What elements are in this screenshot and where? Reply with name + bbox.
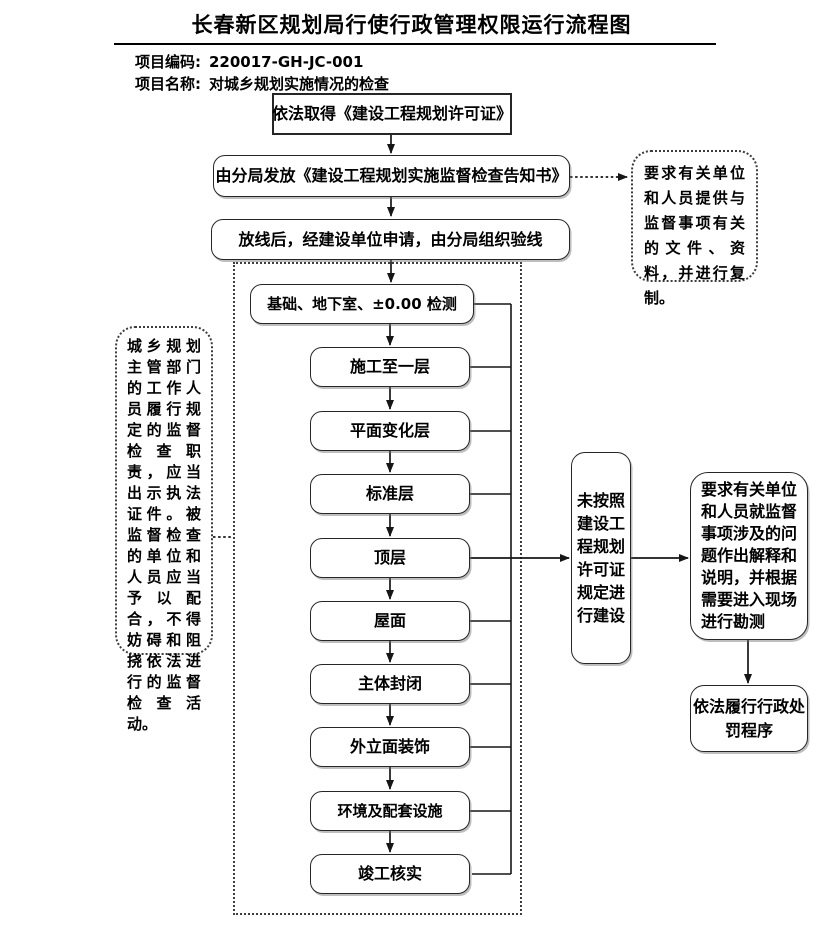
punishment-box: 依法履行行政处罚程序 <box>690 685 808 752</box>
stage-box: 竣工核实 <box>310 854 470 894</box>
stage-box: 外立面装饰 <box>310 727 470 767</box>
page-title: 长春新区规划局行使行政管理权限运行流程图 <box>191 13 632 37</box>
stage-box: 屋面 <box>310 601 470 641</box>
stage-box: 标准层 <box>310 474 470 514</box>
project-code-label: 项目编码: <box>135 53 201 71</box>
project-name-label: 项目名称: <box>135 75 201 93</box>
step-issue-notice-box: 由分局发放《建设工程规划实施监督检查告知书》 <box>213 155 570 197</box>
project-code-value: 220017-GH-JC-001 <box>209 53 364 71</box>
project-name-value: 对城乡规划实施情况的检查 <box>209 75 390 93</box>
stage-box: 顶层 <box>310 538 470 578</box>
stage-box: 平面变化层 <box>310 411 470 451</box>
step-line-verification-box: 放线后，经建设单位申请，由分局组织验线 <box>211 219 570 260</box>
stage-box: 环境及配套设施 <box>310 791 470 831</box>
stage-box: 基础、地下室、±0.00 检测 <box>250 284 474 324</box>
project-code-row: 项目编码: 220017-GH-JC-001 <box>135 51 363 72</box>
stage-box: 施工至一层 <box>310 347 470 387</box>
title-divider <box>114 43 716 45</box>
step-obtain-permit-box: 依法取得《建设工程规划许可证》 <box>272 93 512 135</box>
violation-box: 未按照建设工程规划许可证规定进行建设 <box>571 452 631 664</box>
explanation-box: 要求有关单位和人员就监督事项涉及的问题作出解释和说明，并根据需要进入现场进行勘测 <box>690 472 808 640</box>
inspection-stages-frame <box>233 262 522 915</box>
project-name-row: 项目名称: 对城乡规划实施情况的检查 <box>135 73 389 94</box>
supervision-duty-note: 城乡规划主管部门的工作人员履行规定的监督检查职责，应当出示执法证件。被监督检查的… <box>115 326 213 733</box>
stage-box: 主体封闭 <box>310 664 470 704</box>
document-request-note: 要求有关单位和人员提供与监督事项有关的文件、资料，并进行复制。 <box>631 150 758 307</box>
